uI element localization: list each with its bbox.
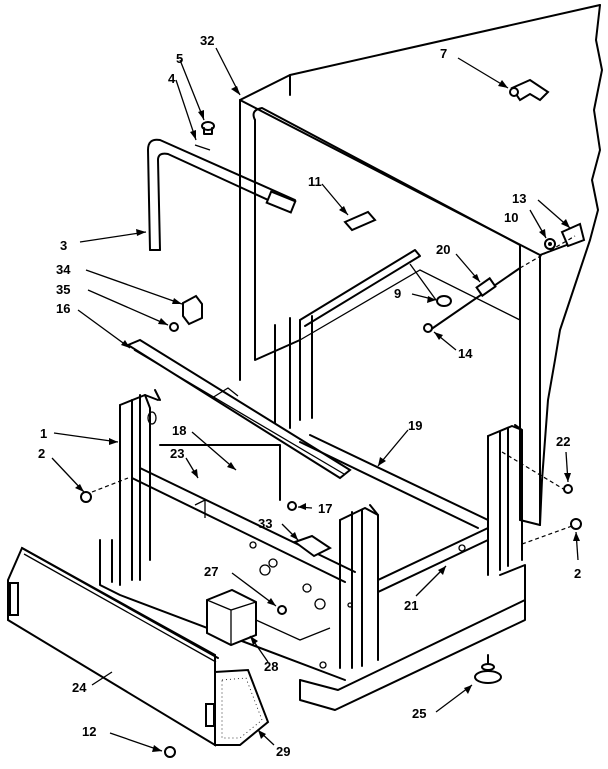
rear-upright-left [274, 315, 313, 431]
grommet-part-9 [436, 295, 452, 307]
callout-34: 34 [56, 262, 71, 277]
leader-lines [51, 47, 580, 752]
tub-cabinet [239, 4, 603, 526]
screw-part-2-right [521, 518, 582, 545]
screw-part-5 [201, 121, 215, 135]
front-rail-part-16 [125, 338, 352, 480]
insulation-part-29 [214, 668, 270, 746]
screw-part-17 [287, 501, 297, 511]
callout-11: 11 [308, 174, 322, 189]
callout-27: 27 [204, 564, 218, 579]
callout-16: 16 [56, 301, 70, 316]
callout-33: 33 [258, 516, 272, 531]
top-brace-bracket [147, 138, 297, 251]
callout-1: 1 [40, 426, 47, 441]
screw-part-12 [164, 746, 176, 758]
nut-part-10 [544, 238, 556, 250]
callout-19: 19 [408, 418, 422, 433]
screw-part-27 [277, 605, 287, 615]
callout-labels: 32 5 4 7 11 13 10 3 20 34 35 9 16 14 19 … [38, 33, 581, 759]
bracket-part-13 [560, 222, 586, 248]
relay-box-part-28 [206, 588, 331, 647]
callout-23: 23 [170, 446, 184, 461]
clip-part-7 [509, 78, 550, 102]
callout-22: 22 [556, 434, 570, 449]
leveling-leg-part-25 [474, 654, 502, 684]
callout-10: 10 [504, 210, 518, 225]
clip-part-33 [292, 534, 332, 558]
tub-floor-rail [299, 249, 421, 327]
callout-28: 28 [264, 659, 278, 674]
callout-7: 7 [440, 46, 447, 61]
callout-21: 21 [404, 598, 418, 613]
rod-part-20 [429, 235, 576, 331]
callout-13: 13 [512, 191, 526, 206]
callout-3: 3 [60, 238, 67, 253]
callout-2-right: 2 [574, 566, 581, 581]
callout-2-left: 2 [38, 446, 45, 461]
callout-29: 29 [276, 744, 290, 759]
callout-25: 25 [412, 706, 426, 721]
callout-17: 17 [318, 501, 332, 516]
callout-35: 35 [56, 282, 70, 297]
callout-9: 9 [394, 286, 401, 301]
callout-4: 4 [168, 71, 176, 86]
screw-part-22 [501, 451, 573, 494]
callout-18: 18 [172, 423, 186, 438]
screw-part-14 [423, 323, 433, 333]
callout-12: 12 [82, 724, 96, 739]
callout-32: 32 [200, 33, 214, 48]
bracket-part-34 [182, 294, 203, 326]
callout-20: 20 [436, 242, 450, 257]
callout-24: 24 [72, 680, 87, 695]
base-frame [99, 389, 526, 711]
screw-part-35 [169, 322, 179, 332]
screw-part-2-left [80, 477, 129, 503]
bracket-part-11 [343, 210, 377, 232]
callout-5: 5 [176, 51, 183, 66]
callout-14: 14 [458, 346, 473, 361]
